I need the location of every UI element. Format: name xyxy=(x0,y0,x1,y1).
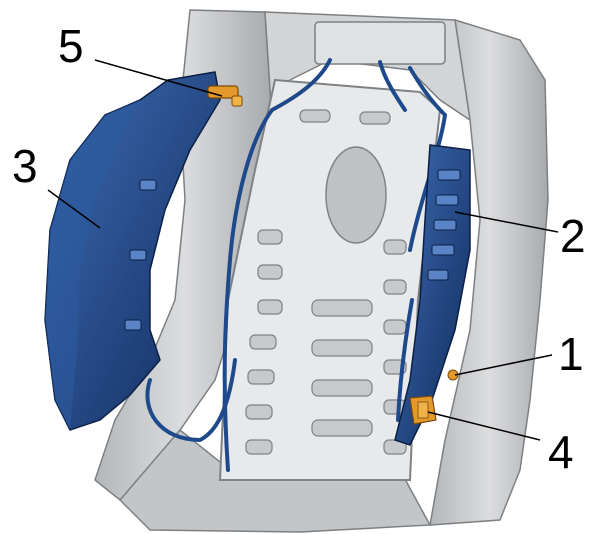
callout-5: 5 xyxy=(58,20,84,72)
callout-labels: 5 3 2 1 4 xyxy=(12,20,586,478)
callout-1: 1 xyxy=(558,328,584,380)
leader-line-5 xyxy=(94,59,223,97)
callout-3: 3 xyxy=(12,140,38,192)
leader-line-2 xyxy=(454,211,559,233)
lower-clip xyxy=(409,395,437,425)
left-side-panel xyxy=(44,71,221,431)
leader-line-4 xyxy=(427,411,541,441)
right-side-module xyxy=(394,144,471,446)
leader-lines xyxy=(47,59,559,441)
suspension-mat xyxy=(218,78,442,481)
leader-line-3 xyxy=(47,189,101,229)
callout-2: 2 xyxy=(560,210,586,262)
leader-line-1 xyxy=(454,354,553,376)
callout-4: 4 xyxy=(548,426,574,478)
wiring-harness xyxy=(145,58,448,472)
